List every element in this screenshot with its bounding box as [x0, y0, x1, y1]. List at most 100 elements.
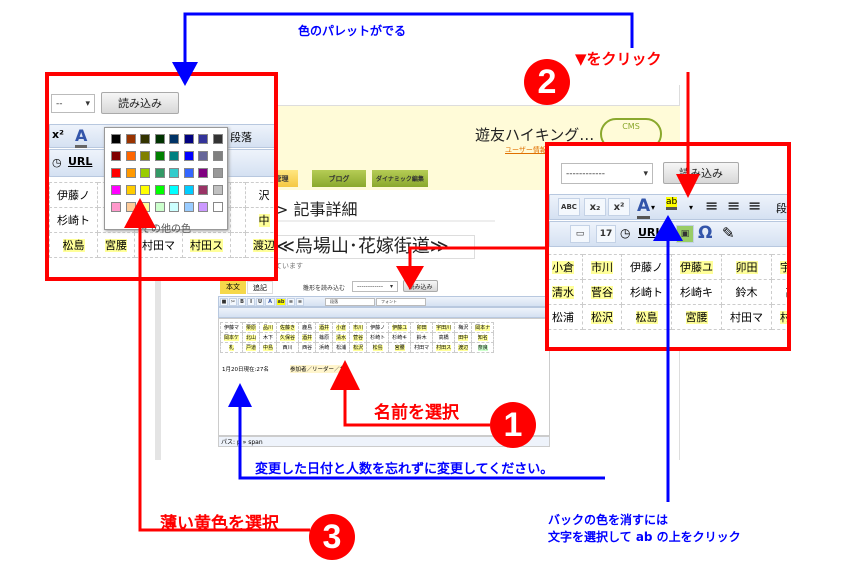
- font-color-icon[interactable]: A: [637, 196, 651, 219]
- align-left-icon[interactable]: ≡: [705, 196, 719, 215]
- template-select[interactable]: ------------▾: [352, 281, 398, 292]
- right-format-select[interactable]: 段: [776, 202, 787, 215]
- color-swatch[interactable]: [183, 134, 194, 144]
- color-swatch[interactable]: [212, 185, 223, 195]
- background-color-icon[interactable]: ab: [666, 197, 678, 210]
- color-swatch[interactable]: [169, 151, 179, 161]
- clock-icon[interactable]: ◷: [620, 226, 631, 240]
- color-swatch[interactable]: [198, 202, 208, 212]
- align-center-icon[interactable]: ≡: [727, 196, 741, 215]
- color-swatch[interactable]: [111, 185, 121, 195]
- cut-icon[interactable]: ✂: [229, 298, 237, 306]
- color-swatch[interactable]: [212, 202, 223, 212]
- name-cell[interactable]: 市川: [582, 254, 622, 280]
- name-cell[interactable]: 伊藤ノ: [621, 254, 672, 280]
- color-swatch[interactable]: [125, 151, 136, 161]
- left-load-button[interactable]: 読み込み: [101, 92, 179, 114]
- name-cell[interactable]: 松島: [49, 232, 98, 258]
- color-swatch[interactable]: [140, 134, 150, 144]
- italic-icon[interactable]: I: [247, 298, 255, 306]
- left-template-select[interactable]: --▾: [51, 94, 95, 113]
- color-swatch[interactable]: [183, 185, 194, 195]
- background-color-icon[interactable]: ab: [276, 298, 286, 306]
- color-swatch[interactable]: [154, 168, 165, 178]
- name-cell[interactable]: 卯田: [721, 254, 772, 280]
- url-icon[interactable]: URL: [68, 155, 93, 168]
- color-swatch[interactable]: [183, 151, 194, 161]
- name-cell[interactable]: 宮腰: [97, 232, 135, 258]
- name-cell[interactable]: 清水: [549, 279, 583, 305]
- editor-content-area[interactable]: [218, 318, 550, 436]
- color-swatch[interactable]: [198, 134, 208, 144]
- color-swatch[interactable]: [212, 151, 223, 161]
- name-cell[interactable]: 村田ス: [771, 304, 787, 330]
- color-swatch[interactable]: [183, 202, 194, 212]
- insert-block-icon[interactable]: ▭: [570, 225, 590, 243]
- left-format-select[interactable]: 段落: [230, 131, 252, 144]
- color-swatch[interactable]: [169, 168, 179, 178]
- align-left-icon[interactable]: ≡: [287, 298, 295, 306]
- name-cell[interactable]: 村田ス: [182, 232, 231, 258]
- align-right-icon[interactable]: ≡: [748, 196, 762, 215]
- editor-tab-extra[interactable]: 追記: [247, 281, 273, 294]
- name-cell[interactable]: 松沢: [349, 342, 368, 353]
- color-swatch[interactable]: [125, 202, 136, 212]
- color-swatch[interactable]: [198, 185, 208, 195]
- color-swatch[interactable]: [111, 151, 121, 161]
- bold-icon[interactable]: B: [238, 298, 246, 306]
- font-color-icon[interactable]: A: [265, 298, 275, 306]
- nav-tab-blog[interactable]: ブログ: [312, 170, 366, 187]
- subscript-icon[interactable]: x₂: [584, 198, 606, 216]
- color-swatch[interactable]: [111, 134, 121, 144]
- color-swatch[interactable]: [111, 168, 121, 178]
- calendar-icon[interactable]: 17: [596, 225, 616, 243]
- color-swatch[interactable]: [125, 168, 136, 178]
- name-cell[interactable]: 鈴木: [721, 279, 772, 305]
- color-swatch[interactable]: [169, 134, 179, 144]
- color-swatch[interactable]: [154, 134, 165, 144]
- name-cell[interactable]: 中: [245, 207, 274, 233]
- name-cell[interactable]: 伊藤ノ: [49, 182, 98, 208]
- color-swatch[interactable]: [125, 185, 136, 195]
- clock-icon[interactable]: ◷: [52, 156, 62, 169]
- color-swatch[interactable]: [125, 134, 136, 144]
- right-template-select[interactable]: ------------▾: [561, 163, 653, 184]
- save-icon[interactable]: ■: [220, 298, 228, 306]
- name-cell[interactable]: 杉崎キ: [671, 279, 722, 305]
- color-swatch[interactable]: [212, 134, 223, 144]
- color-swatch[interactable]: [154, 202, 165, 212]
- font-select[interactable]: フォント: [376, 298, 426, 306]
- color-swatch[interactable]: [198, 168, 208, 178]
- name-cell[interactable]: 中島: [259, 342, 278, 353]
- name-cell[interactable]: 宮腰: [671, 304, 722, 330]
- color-swatch[interactable]: [198, 151, 208, 161]
- color-swatch[interactable]: [169, 185, 179, 195]
- name-cell[interactable]: 奈良: [471, 342, 495, 353]
- name-cell[interactable]: 杉崎ト: [49, 207, 98, 233]
- color-swatch[interactable]: [169, 202, 179, 212]
- superscript-icon[interactable]: x²: [608, 198, 630, 216]
- format-select[interactable]: 段落: [325, 298, 375, 306]
- name-cell[interactable]: 渡辺: [245, 232, 274, 258]
- color-swatch[interactable]: [111, 202, 121, 212]
- name-cell[interactable]: 松島: [621, 304, 672, 330]
- align-center-icon[interactable]: ≡: [296, 298, 304, 306]
- superscript-icon[interactable]: x²: [52, 128, 64, 141]
- background-color-dropdown-icon[interactable]: ▾: [689, 203, 694, 212]
- strikethrough-icon[interactable]: ABC: [558, 198, 580, 216]
- more-colors-link[interactable]: その他の色: [141, 224, 191, 235]
- name-cell[interactable]: 菅谷: [582, 279, 622, 305]
- color-swatch[interactable]: [183, 168, 194, 178]
- name-cell[interactable]: 沢: [245, 182, 274, 208]
- name-cell[interactable]: 松沢: [582, 304, 622, 330]
- nav-tab-dynamic-edit[interactable]: ダイナミック編集: [372, 170, 428, 187]
- name-cell[interactable]: 村田マ: [134, 232, 183, 258]
- special-char-omega-icon[interactable]: Ω: [698, 223, 713, 243]
- font-color-icon[interactable]: A: [75, 126, 88, 148]
- color-swatch[interactable]: [212, 168, 223, 178]
- user-info-link[interactable]: ユーザー情報: [505, 146, 547, 154]
- color-swatch[interactable]: [140, 151, 150, 161]
- color-swatch[interactable]: [140, 168, 150, 178]
- underline-icon[interactable]: U: [256, 298, 264, 306]
- color-swatch[interactable]: [154, 185, 165, 195]
